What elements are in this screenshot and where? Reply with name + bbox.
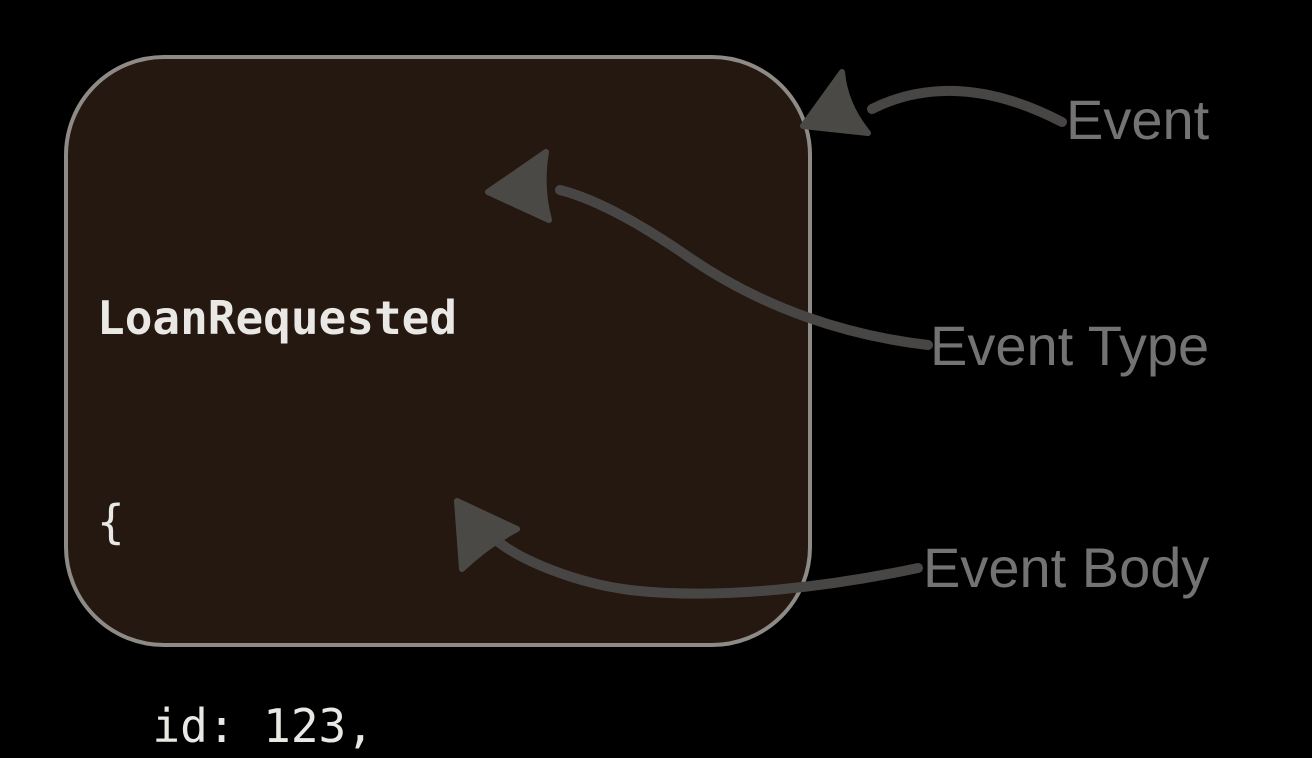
event-body-line-open-brace: { [97, 495, 125, 549]
event-type-label: Event Type [930, 314, 1210, 377]
event-label: Event [1066, 88, 1210, 151]
event-arrowhead-icon [800, 69, 871, 136]
event-code-block: LoanRequested { id: 123, amount: 100, bo… [97, 148, 734, 758]
event-arrow [800, 69, 1067, 136]
event-body-line-id: id: 123, [97, 699, 374, 753]
event-arrow-line [867, 85, 1067, 127]
event-type-text: LoanRequested [97, 291, 458, 345]
event-body-label: Event Body [923, 536, 1210, 599]
